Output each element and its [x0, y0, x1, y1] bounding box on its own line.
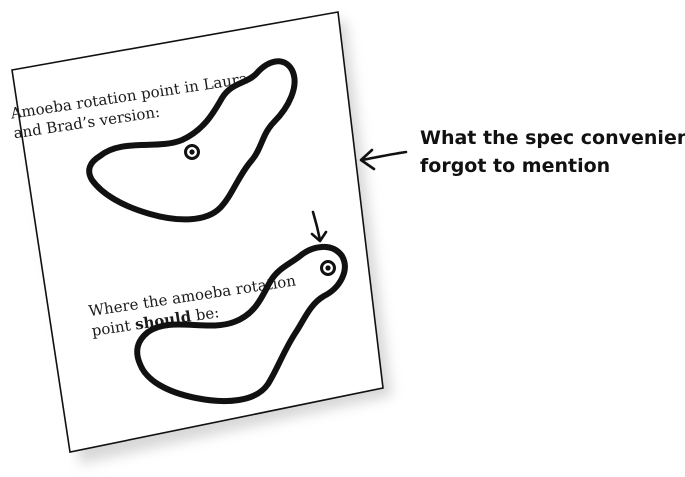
callout-line-2: forgot to mention [420, 155, 610, 177]
top-rotation-point-core [189, 149, 195, 155]
bottom-caption-suffix: be: [190, 303, 221, 325]
bottom-amoeba-outline [134, 244, 348, 405]
top-amoeba-outline [86, 58, 298, 223]
small-down-arrow-icon [311, 210, 322, 242]
small-down-arrow-head [310, 230, 328, 243]
callout-arrow-head [359, 148, 376, 171]
bottom-rotation-point-core [325, 265, 331, 271]
callout-arrow-icon [360, 150, 408, 162]
callout-line-1: What the spec conveniently [420, 127, 685, 149]
